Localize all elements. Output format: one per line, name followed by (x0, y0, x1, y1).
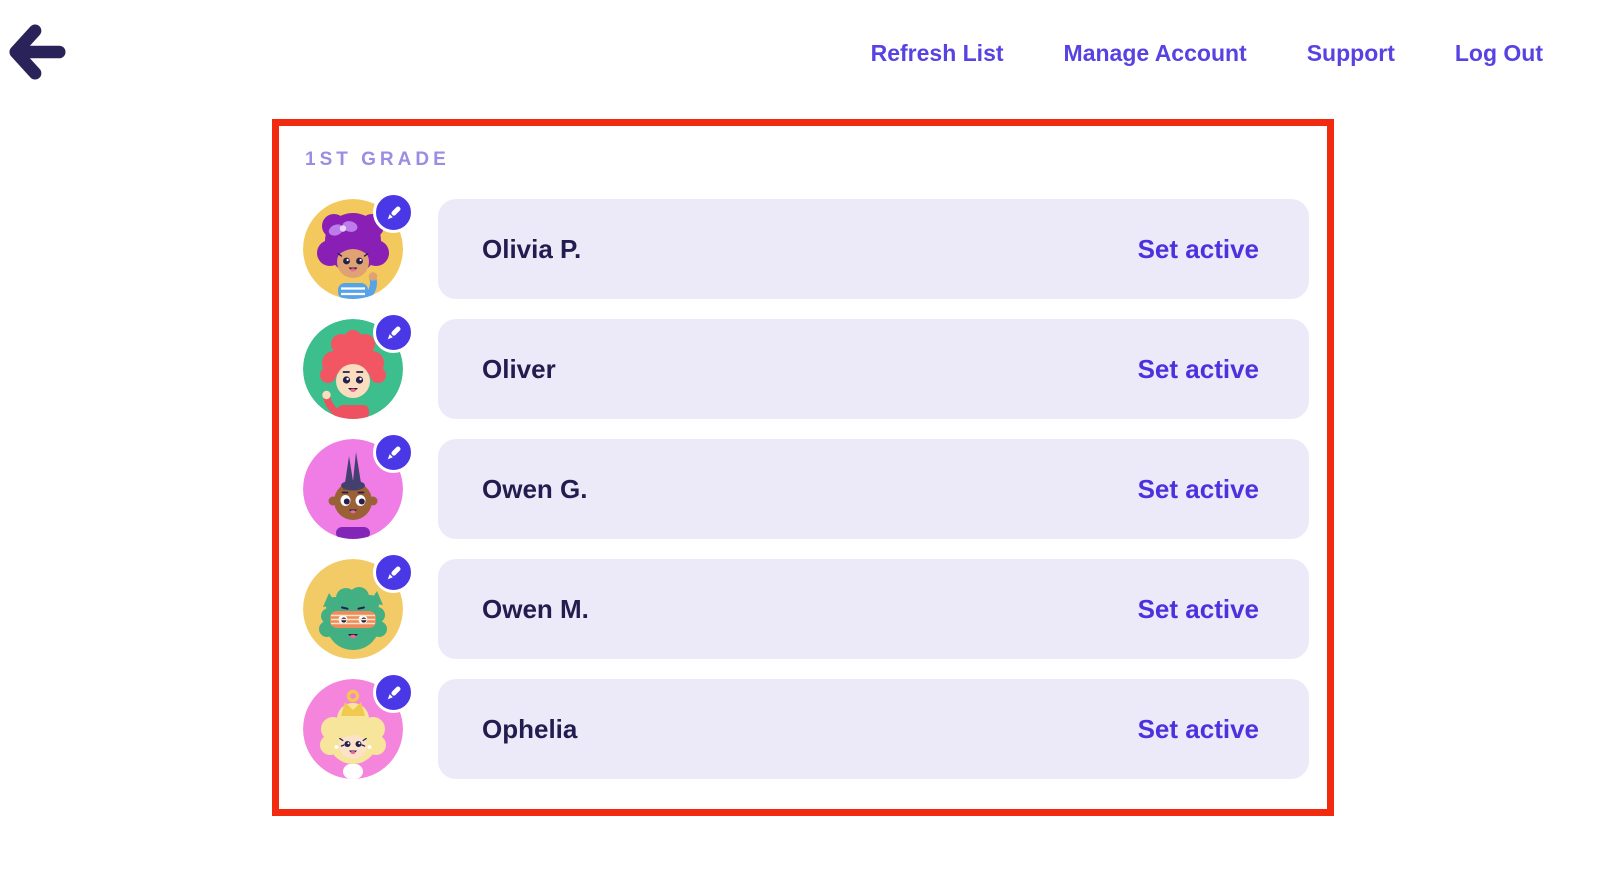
student-name: Owen M. (482, 593, 589, 624)
back-button[interactable] (8, 18, 66, 86)
student-pill[interactable]: Owen G. Set active (438, 439, 1309, 539)
nav-item-support[interactable]: Support (1306, 40, 1395, 66)
student-name: Owen G. (482, 473, 588, 504)
grade-highlight-box: 1ST GRADE (272, 119, 1334, 816)
student-pill[interactable]: Oliver Set active (438, 319, 1309, 419)
student-avatar[interactable] (303, 672, 414, 779)
student-name: Oliver (482, 353, 556, 384)
top-nav: Refresh List Manage Account Support Log Out (871, 40, 1543, 67)
nav-item-refresh-list[interactable]: Refresh List (870, 40, 1004, 66)
student-row: Olivia P. Set active (295, 192, 1317, 299)
student-list: Olivia P. Set active O (295, 192, 1317, 779)
student-row: Ophelia Set active (295, 672, 1317, 779)
student-avatar[interactable] (303, 552, 414, 659)
pencil-edit-icon[interactable] (373, 672, 414, 713)
back-arrow-icon (8, 18, 66, 86)
set-active-button[interactable]: Set active (1137, 593, 1259, 624)
student-avatar[interactable] (303, 192, 414, 299)
pencil-edit-icon[interactable] (373, 552, 414, 593)
student-avatar[interactable] (303, 312, 414, 419)
student-name: Olivia P. (482, 233, 582, 264)
student-row: Owen G. Set active (295, 432, 1317, 539)
student-name: Ophelia (482, 713, 578, 744)
nav-item-log-out[interactable]: Log Out (1454, 40, 1543, 66)
student-pill[interactable]: Ophelia Set active (438, 679, 1309, 779)
set-active-button[interactable]: Set active (1137, 233, 1259, 264)
pencil-edit-icon[interactable] (373, 192, 414, 233)
student-avatar[interactable] (303, 432, 414, 539)
student-pill[interactable]: Olivia P. Set active (438, 199, 1309, 299)
pencil-edit-icon[interactable] (373, 432, 414, 473)
student-pill[interactable]: Owen M. Set active (438, 559, 1309, 659)
pencil-edit-icon[interactable] (373, 312, 414, 353)
student-row: Owen M. Set active (295, 552, 1317, 659)
set-active-button[interactable]: Set active (1137, 353, 1259, 384)
set-active-button[interactable]: Set active (1137, 713, 1259, 744)
nav-item-manage-account[interactable]: Manage Account (1063, 40, 1247, 66)
student-row: Oliver Set active (295, 312, 1317, 419)
set-active-button[interactable]: Set active (1137, 473, 1259, 504)
avatar-illustration (303, 559, 403, 659)
grade-label: 1ST GRADE (305, 149, 450, 170)
